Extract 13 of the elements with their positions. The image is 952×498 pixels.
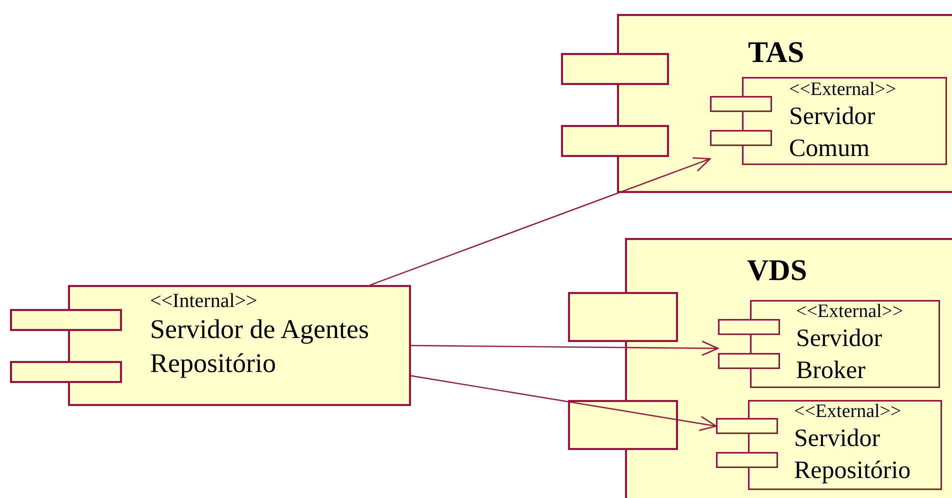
stereotype-label: <<External>>	[794, 401, 902, 423]
package-title: TAS	[748, 36, 804, 70]
stereotype-label: <<Internal>>	[150, 290, 258, 312]
component-name: Servidor Comum	[789, 102, 876, 164]
dependency-arrow	[370, 157, 711, 286]
component-name: Servidor Repositório	[794, 424, 912, 486]
dependency-arrow	[410, 375, 717, 432]
package-title: VDS	[747, 254, 808, 288]
dependency-arrow	[411, 340, 719, 356]
component-name: Servidor de Agentes Repositório	[150, 313, 370, 380]
component-name: Servidor Broker	[796, 324, 884, 386]
stereotype-label: <<External>>	[789, 79, 898, 101]
stereotype-label: <<External>>	[796, 301, 904, 323]
